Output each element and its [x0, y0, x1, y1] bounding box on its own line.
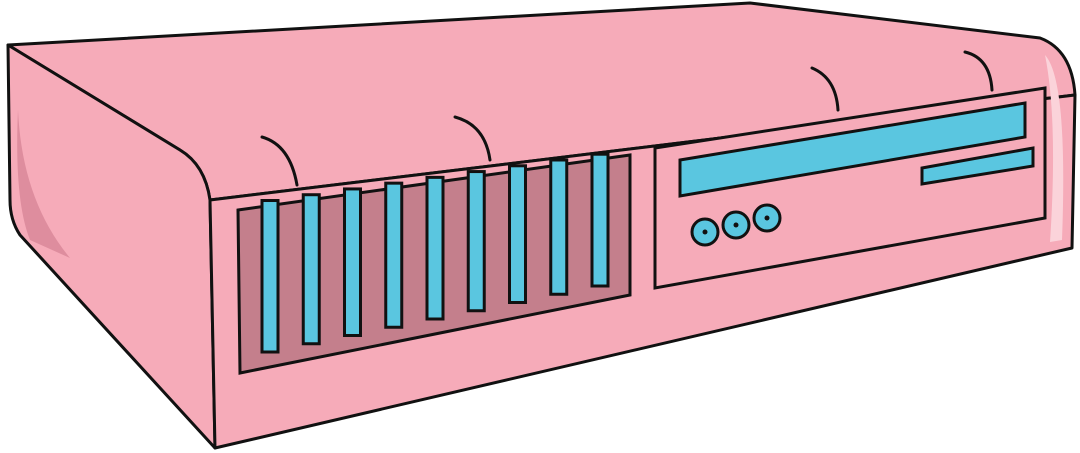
panel-button-dot [702, 229, 708, 235]
vent-slat [549, 158, 569, 296]
panel-button-dot [733, 222, 739, 228]
vent-slat [508, 164, 527, 304]
display-slot [920, 146, 1035, 186]
vent-slat [590, 152, 610, 288]
vent-slats [260, 152, 610, 354]
left-face-shadow [17, 110, 70, 258]
vent-slat [384, 181, 404, 329]
panel-button-dot [764, 215, 770, 221]
vent-slat [425, 175, 445, 321]
disc-slot [678, 101, 1027, 198]
right-highlight [1045, 55, 1064, 242]
vent-slat [343, 187, 362, 337]
sketch-marks [260, 50, 994, 187]
vent-slat [301, 193, 321, 346]
vent-slat [260, 199, 280, 354]
vent-slat [466, 170, 486, 313]
